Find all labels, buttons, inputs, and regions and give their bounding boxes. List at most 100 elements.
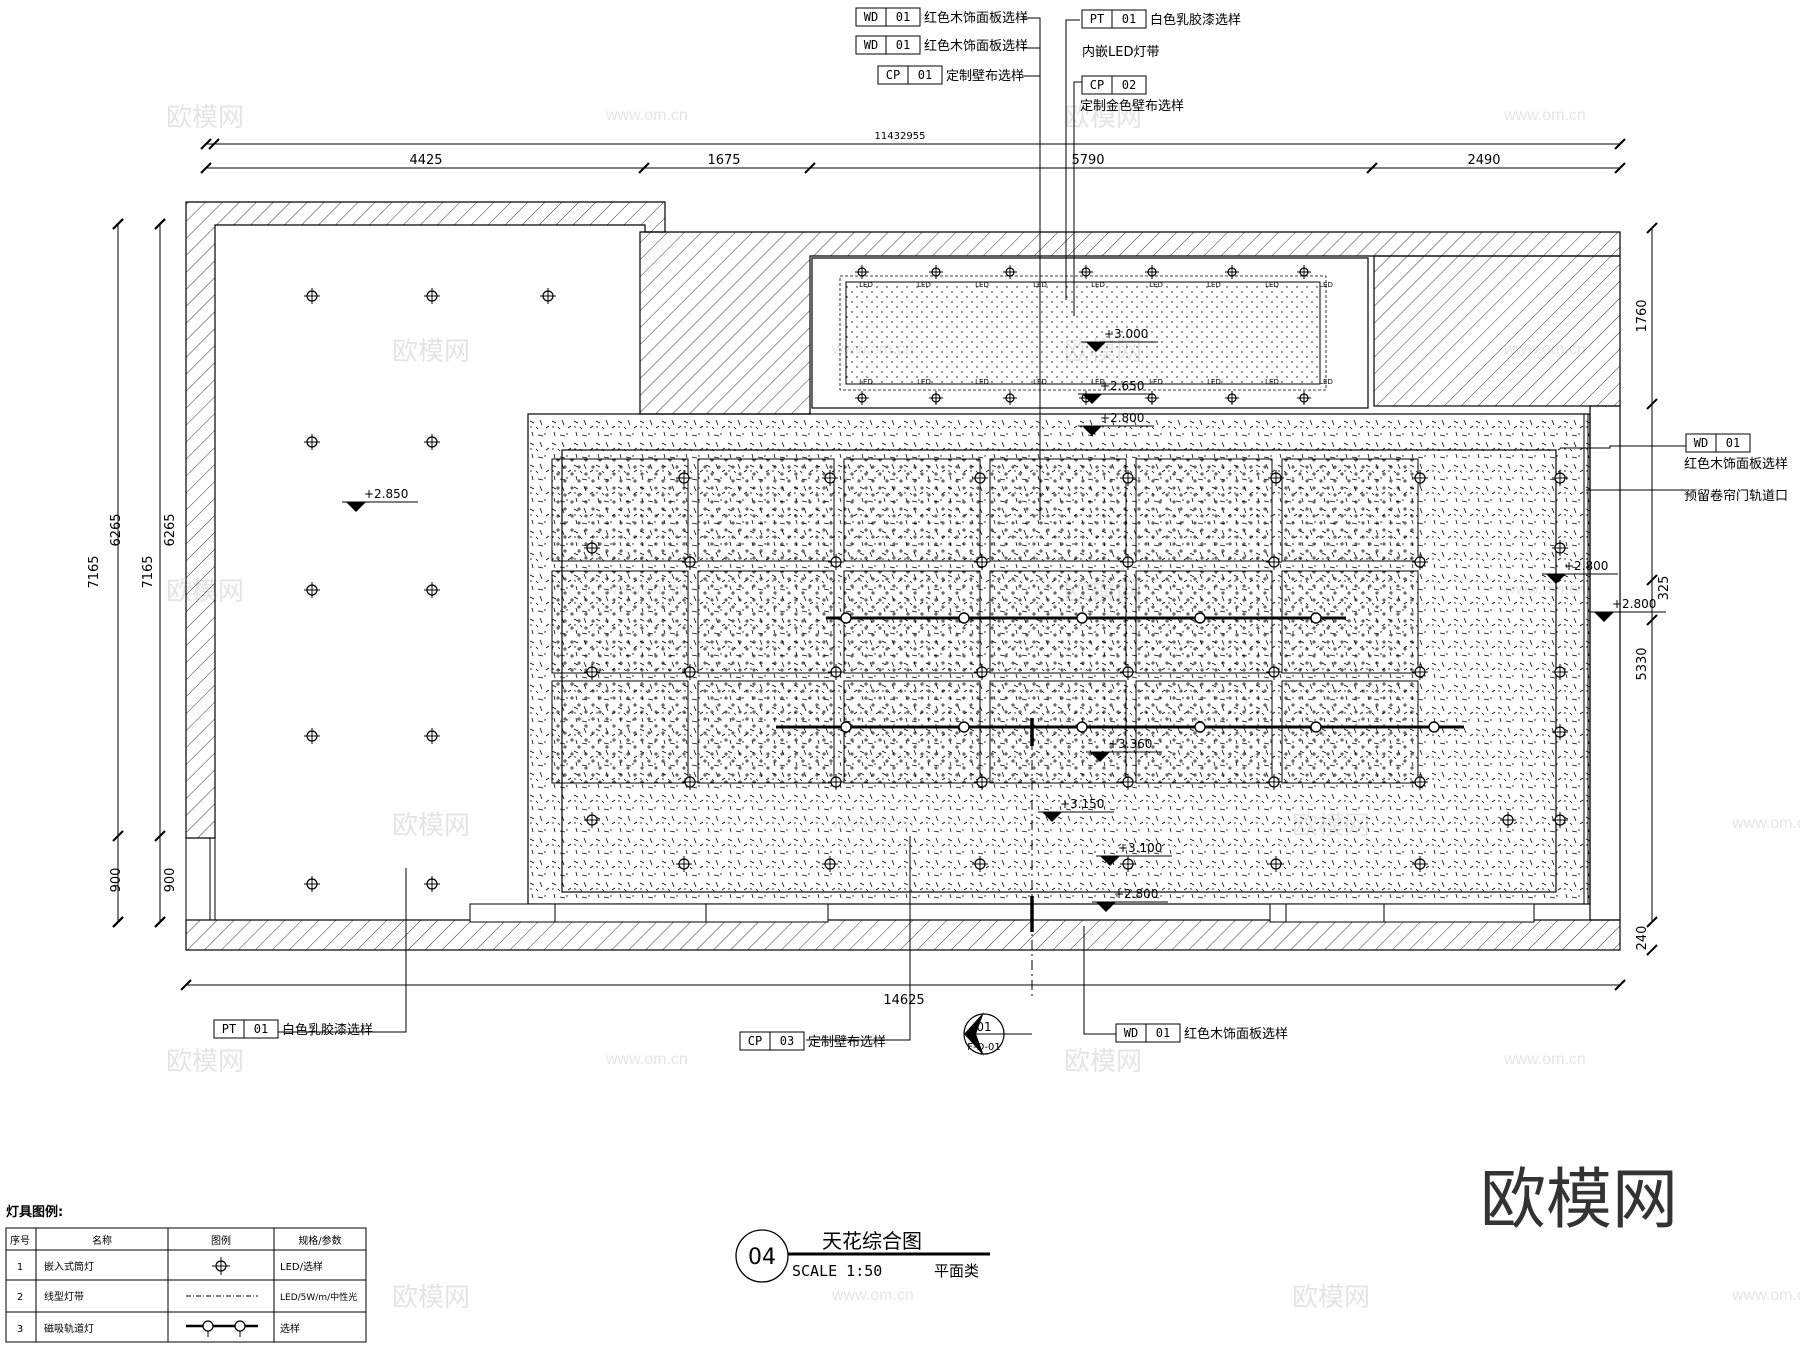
section-mark: 01 F-D-01 <box>963 1012 1032 1056</box>
dim-right-d: 240 <box>1635 926 1650 951</box>
led-label: LED <box>1149 378 1163 386</box>
watermark-text: 欧模网 <box>1292 1283 1370 1313</box>
title-block: 04 天花综合图 SCALE 1:50 平面类 <box>735 1229 990 1283</box>
elevation-value: +3.100 <box>1118 841 1162 855</box>
section-mark-ref: F-D-01 <box>967 1042 1000 1053</box>
downlight-icon <box>929 391 943 405</box>
downlight-icon <box>1412 774 1428 790</box>
dim-tick <box>112 218 124 230</box>
ceiling-panel <box>989 458 1127 562</box>
dim-tick <box>1646 398 1658 410</box>
material-description: 定制壁布选样 <box>808 1035 886 1050</box>
downlight-icon <box>1297 265 1311 279</box>
elevation-value: +2.800 <box>1100 411 1144 425</box>
legend-title: 灯具图例: <box>6 1204 63 1220</box>
downlight-icon <box>304 434 320 450</box>
led-label: LED <box>1319 378 1333 386</box>
material-description: 红色木饰面板选样 <box>1684 456 1788 472</box>
dim-tick <box>208 138 220 150</box>
dim-tick <box>112 916 124 928</box>
downlight-icon <box>1268 470 1284 486</box>
downlight-icon <box>974 664 990 680</box>
track-light-head-icon <box>1076 721 1088 733</box>
downlight-icon <box>828 554 844 570</box>
ceiling-panel <box>843 458 981 562</box>
dim-left-e: 900 <box>109 868 124 893</box>
downlight-icon <box>828 664 844 680</box>
downlight-icon <box>1500 812 1516 828</box>
elevation-marker: +2.800 <box>1092 887 1168 912</box>
downlight-icon <box>682 774 698 790</box>
dim-top-total: 11432955 <box>875 131 926 142</box>
dim-top-1: 4425 <box>409 153 442 168</box>
watermark-url: www.om.cn <box>1503 1051 1586 1068</box>
walls <box>185 201 1621 951</box>
dim-tick <box>154 830 166 842</box>
material-code: CP <box>1090 78 1104 92</box>
watermark-url: www.om.cn <box>605 1051 688 1068</box>
material-number: 02 <box>1122 78 1136 92</box>
elevation-value: +2.850 <box>364 487 408 501</box>
downlight-icon <box>1145 391 1159 405</box>
downlight-icon <box>855 265 869 279</box>
material-description: 红色木饰面板选样 <box>924 10 1028 26</box>
downlight-icon <box>1079 265 1093 279</box>
legend-row-3-no: 3 <box>17 1324 23 1335</box>
dim-right-a: 1760 <box>1635 299 1650 332</box>
material-description: 定制壁布选样 <box>946 69 1024 84</box>
legend-row-2-spec: LED/5W/m/中性光 <box>280 1291 357 1303</box>
watermark-text: 欧模网 <box>1064 1047 1142 1077</box>
downlight-icon <box>1412 470 1428 486</box>
dim-tick <box>1646 222 1658 234</box>
led-label: LED <box>1091 281 1105 289</box>
ceiling-panel <box>989 570 1127 674</box>
downlight-icon <box>1297 391 1311 405</box>
legend-row-2-name: 线型灯带 <box>44 1290 84 1303</box>
title-block-num: 04 <box>748 1245 776 1270</box>
material-number: 01 <box>254 1022 268 1036</box>
elevation-marker: +2.800 <box>1542 559 1618 584</box>
led-label: LED <box>1265 378 1279 386</box>
downlight-icon <box>1120 554 1136 570</box>
downlight-icon <box>584 540 600 556</box>
dim-right-b: 325 <box>1657 576 1672 601</box>
downlight-icon <box>304 876 320 892</box>
legend-row-3-name: 磁吸轨道灯 <box>44 1322 94 1335</box>
material-description: 红色木饰面板选样 <box>924 38 1028 54</box>
downlight-icon <box>1120 856 1136 872</box>
downlight-icon <box>584 812 600 828</box>
downlight-icon <box>676 856 692 872</box>
luminaire-legend: 灯具图例: 序号 名称 图例 规格/参数 1 嵌入式筒灯 LED/选样 2 线型… <box>5 1204 367 1343</box>
drawing-type: 平面类 <box>934 1262 979 1280</box>
ceiling-panel <box>1281 680 1419 784</box>
downlight-icon <box>972 470 988 486</box>
track-light-head-icon <box>1310 612 1322 624</box>
track-light-head-icon <box>840 612 852 624</box>
downlight-icon <box>1266 774 1282 790</box>
elevation-marker: +3.000 <box>1082 327 1158 352</box>
legend-header-symbol: 图例 <box>211 1234 231 1247</box>
downlight-icon <box>1120 774 1136 790</box>
watermark-text: 欧模网 <box>392 811 470 841</box>
dim-tick <box>200 162 212 174</box>
watermark-text: 欧模网 <box>1064 103 1142 133</box>
material-code: CP <box>886 68 900 82</box>
downlight-icon <box>1225 391 1239 405</box>
downlight-icon <box>1266 664 1282 680</box>
material-code: WD <box>864 38 878 52</box>
watermark-text: 欧模网 <box>166 103 244 133</box>
led-label: LED <box>1319 281 1333 289</box>
legend-row-2-no: 2 <box>17 1292 23 1303</box>
elevation-value: +2.800 <box>1564 559 1608 573</box>
dim-left-a: 7165 <box>87 555 102 588</box>
material-description: 定制金色壁布选样 <box>1080 98 1184 114</box>
ceiling-panel <box>551 458 689 562</box>
led-label: LED <box>975 378 989 386</box>
dim-left-f: 900 <box>163 868 178 893</box>
legend-row-1-no: 1 <box>17 1262 23 1273</box>
